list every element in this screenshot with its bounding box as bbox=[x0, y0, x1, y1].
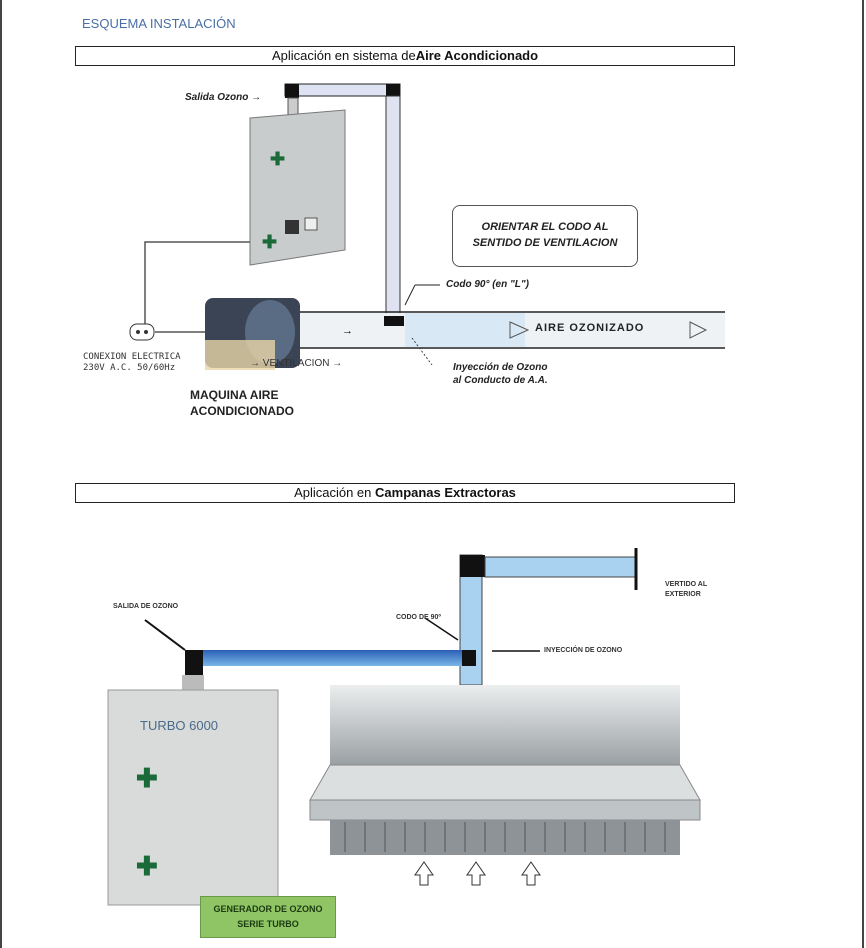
svg-text:✚: ✚ bbox=[262, 232, 277, 252]
label-line: CONEXION ELECTRICA bbox=[83, 352, 181, 362]
svg-text:→: → bbox=[342, 325, 353, 337]
label-line: EXTERIOR bbox=[665, 591, 701, 598]
section-title-prefix: Aplicación en sistema de bbox=[271, 48, 416, 63]
label-salida-de-ozono: SALIDA DE OZONO bbox=[113, 603, 179, 610]
note-orientar-codo: ORIENTAR EL CODO AL SENTIDO DE VENTILACIO… bbox=[452, 205, 638, 267]
section-title-campanas: Aplicación en Campanas Extractoras bbox=[75, 483, 735, 503]
label-line: al Conducto de A.A. bbox=[453, 375, 548, 386]
label-ventilacion: → VENTILACION → bbox=[250, 358, 343, 369]
ac-diagram: ✚ ✚ → bbox=[129, 83, 725, 370]
label-line: VERTIDO AL bbox=[665, 581, 708, 588]
label-vertido-exterior: VERTIDO AL EXTERIOR bbox=[665, 580, 707, 600]
section-title-aire-acondicionado: Aplicación en sistema deAire Acondiciona… bbox=[75, 46, 735, 66]
generator-series-badge: GENERADOR DE OZONO SERIE TURBO bbox=[200, 896, 336, 938]
section-title-prefix: Aplicación en bbox=[294, 485, 376, 500]
label-line: ACONDICIONADO bbox=[190, 404, 294, 418]
label-codo-de-90: CODO DE 90º bbox=[396, 614, 441, 621]
label-line: MAQUINA AIRE bbox=[190, 388, 279, 402]
label-aire-ozonizado: AIRE OZONIZADO bbox=[535, 322, 645, 334]
label-inyeccion-de-ozono: INYECCIÓN DE OZONO bbox=[544, 647, 623, 654]
note-line: ORIENTAR EL CODO AL bbox=[481, 221, 609, 233]
svg-text:✚: ✚ bbox=[136, 763, 158, 793]
section-title-bold: Campanas Extractoras bbox=[375, 485, 516, 500]
page-left-border bbox=[0, 0, 2, 948]
label-codo-90: Codo 90° (en "L") bbox=[446, 279, 529, 290]
page-right-border bbox=[862, 0, 864, 948]
label-line: 230V A.C. 50/60Hz bbox=[83, 363, 176, 373]
label-salida-ozono: Salida Ozono → bbox=[185, 92, 262, 103]
svg-text:✚: ✚ bbox=[136, 851, 158, 881]
note-line: SENTIDO DE VENTILACION bbox=[472, 237, 618, 249]
unit-model-label: TURBO 6000 bbox=[140, 718, 219, 733]
page-heading: ESQUEMA INSTALACIÓN bbox=[82, 16, 236, 31]
svg-text:✚: ✚ bbox=[270, 149, 285, 169]
section-title-bold: Aire Acondicionado bbox=[415, 48, 539, 63]
hood-diagram: ✚ ✚ bbox=[107, 548, 701, 906]
label-line: Inyección de Ozono bbox=[453, 362, 548, 373]
label-inyeccion-ozono: Inyección de Ozono al Conducto de A.A. bbox=[453, 361, 548, 387]
badge-line: GENERADOR DE OZONO bbox=[213, 904, 323, 914]
label-maquina-aire: MAQUINA AIRE ACONDICIONADO bbox=[190, 387, 294, 419]
badge-line: SERIE TURBO bbox=[237, 919, 299, 929]
